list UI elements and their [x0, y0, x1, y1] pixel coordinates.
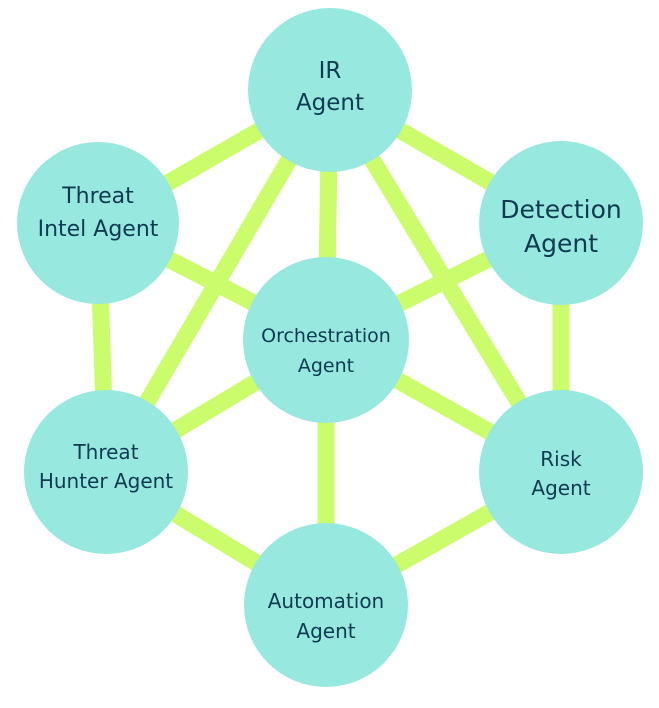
node-threat-hunter-line2: Hunter Agent — [39, 469, 173, 493]
node-threat-intel-circle — [17, 142, 179, 304]
node-threat-hunter-line1: Threat — [72, 440, 138, 464]
node-automation-line2: Agent — [296, 619, 355, 643]
node-threat-intel-line2: Intel Agent — [38, 217, 159, 242]
node-automation-line1: Automation — [268, 589, 384, 613]
node-ir-agent: IR Agent — [248, 8, 412, 172]
node-risk-agent: Risk Agent — [479, 390, 643, 554]
node-ir-line1: IR — [319, 58, 342, 84]
node-detection-agent: Detection Agent — [479, 141, 643, 305]
node-risk-circle — [479, 390, 643, 554]
node-detection-line1: Detection — [500, 195, 621, 224]
node-ir-line2: Agent — [296, 90, 364, 116]
node-ir-circle — [248, 8, 412, 172]
node-threat-hunter-circle — [24, 390, 188, 554]
node-orchestration-line2: Agent — [298, 355, 354, 377]
node-automation-agent: Automation Agent — [244, 523, 408, 687]
node-automation-circle — [244, 523, 408, 687]
node-threat-hunter-agent: Threat Hunter Agent — [24, 390, 188, 554]
node-risk-line1: Risk — [540, 447, 582, 471]
node-threat-intel-agent: Threat Intel Agent — [17, 142, 179, 304]
node-orchestration-circle — [243, 257, 409, 423]
node-orchestration-line1: Orchestration — [261, 325, 391, 347]
node-orchestration-agent: Orchestration Agent — [243, 257, 409, 423]
node-detection-circle — [479, 141, 643, 305]
node-risk-line2: Agent — [531, 476, 590, 500]
node-detection-line2: Agent — [524, 229, 598, 258]
node-threat-intel-line1: Threat — [61, 184, 134, 209]
